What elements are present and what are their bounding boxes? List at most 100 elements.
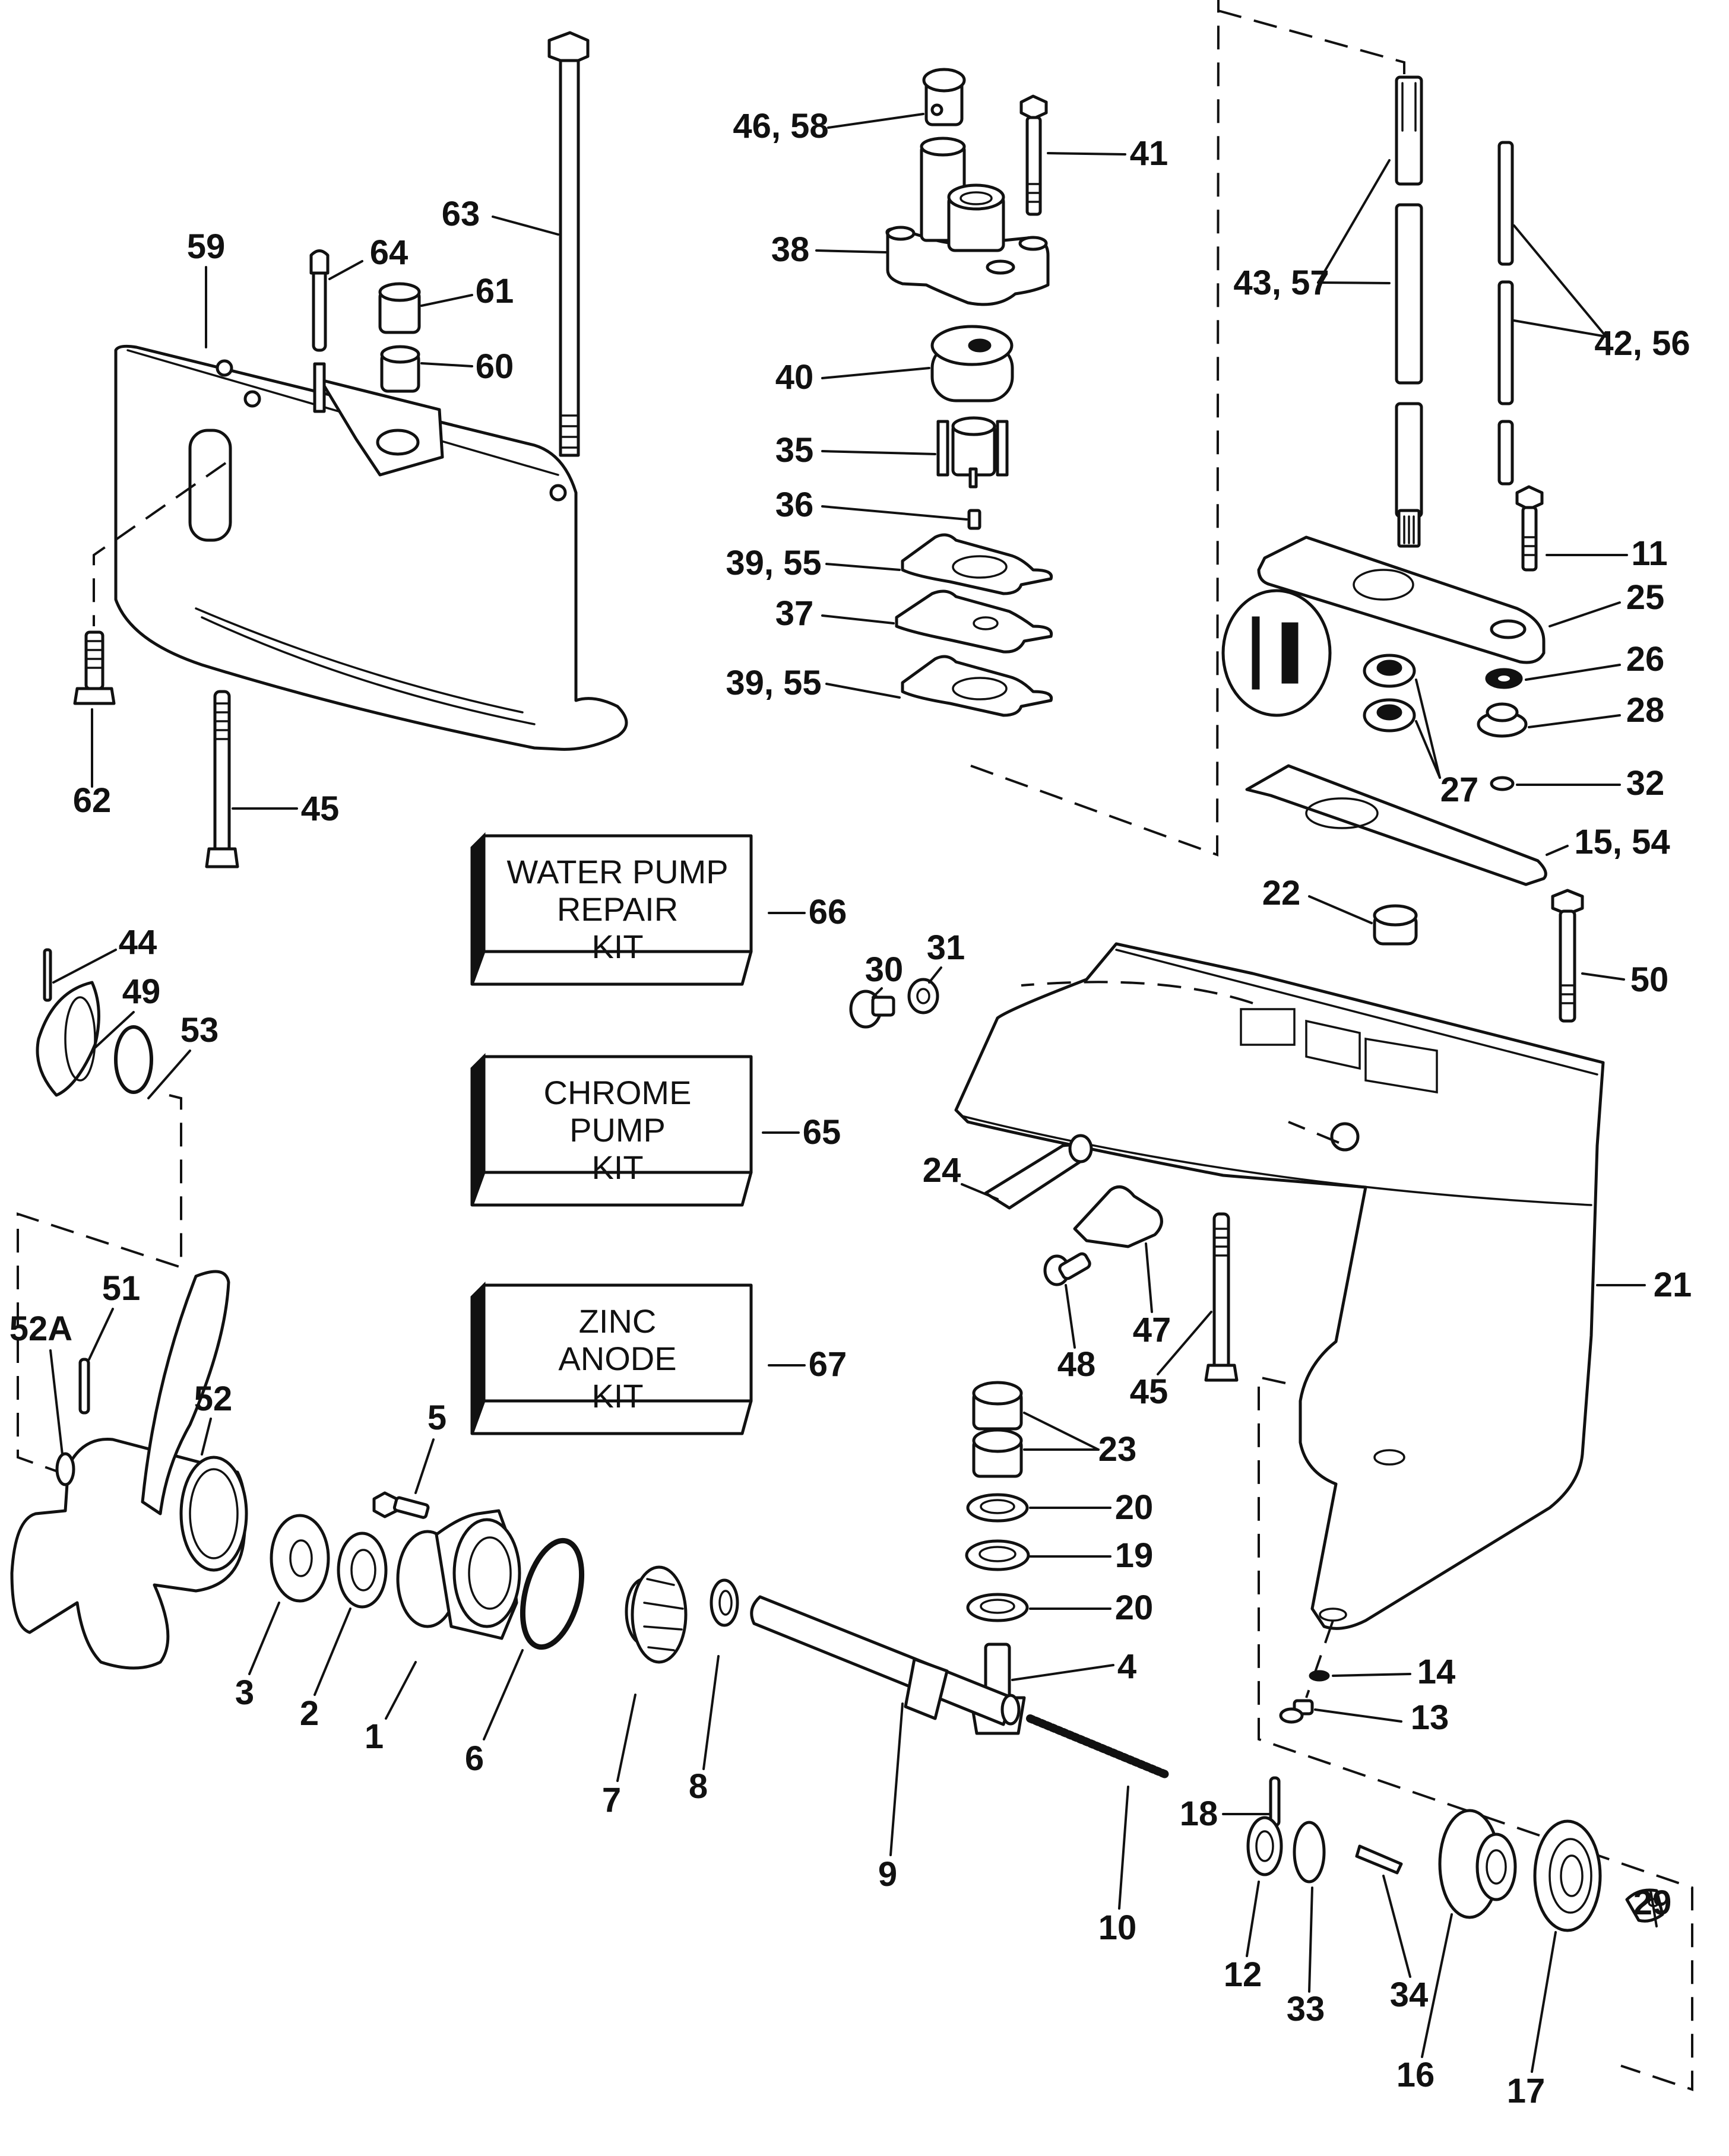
- callout-label-51[interactable]: 51: [102, 1269, 141, 1308]
- bearing-part-23-upper[interactable]: [972, 1381, 1023, 1431]
- plate-part-37[interactable]: [895, 589, 1053, 654]
- callout-label-50[interactable]: 50: [1630, 960, 1669, 999]
- callout-label-32[interactable]: 32: [1626, 764, 1665, 803]
- callout-label-3955a[interactable]: 39, 55: [726, 544, 821, 582]
- retainer-ring-part-33[interactable]: [1293, 1821, 1326, 1884]
- callout-label-36[interactable]: 36: [775, 486, 814, 524]
- impeller-key-part-36[interactable]: [967, 509, 981, 530]
- thrust-washer-part-3[interactable]: [270, 1514, 330, 1603]
- callout-label-20a[interactable]: 20: [1115, 1488, 1154, 1527]
- bushing-part-28[interactable]: [1477, 702, 1528, 738]
- callout-label-13[interactable]: 13: [1411, 1698, 1449, 1737]
- callout-label-29[interactable]: 29: [1633, 1884, 1672, 1922]
- callout-label-4[interactable]: 4: [1117, 1647, 1136, 1686]
- prop-nut-part-49[interactable]: [36, 981, 100, 1097]
- callout-label-23[interactable]: 23: [1098, 1430, 1137, 1469]
- callout-label-40[interactable]: 40: [775, 358, 814, 397]
- pin-part-34[interactable]: [1355, 1844, 1403, 1875]
- callout-label-31[interactable]: 31: [927, 928, 965, 967]
- spacer-part-53[interactable]: [114, 1025, 153, 1094]
- washer-part-26[interactable]: [1485, 668, 1523, 689]
- callout-label-21[interactable]: 21: [1654, 1266, 1692, 1304]
- gasket-part-39-55-upper[interactable]: [901, 533, 1053, 595]
- seal-part-27[interactable]: [1363, 654, 1416, 733]
- callout-label-8[interactable]: 8: [689, 1767, 708, 1806]
- bolt-part-5[interactable]: [372, 1491, 430, 1519]
- bolt-part-45-lower[interactable]: [1204, 1212, 1239, 1382]
- propshaft-part-9[interactable]: [750, 1595, 1021, 1726]
- pump-liner-part-46-58[interactable]: [922, 68, 966, 126]
- washer-part-31[interactable]: [907, 978, 939, 1014]
- callout-label-1[interactable]: 1: [365, 1717, 384, 1756]
- bolt-part-45-upper[interactable]: [205, 690, 239, 868]
- callout-label-41[interactable]: 41: [1130, 134, 1168, 173]
- callout-label-26[interactable]: 26: [1626, 640, 1665, 678]
- impeller-plate-part-25[interactable]: [1257, 535, 1546, 664]
- callout-label-4658[interactable]: 46, 58: [733, 107, 828, 145]
- driveshaft-part-43-57[interactable]: [1395, 75, 1423, 548]
- washer-part-8[interactable]: [710, 1578, 739, 1627]
- pump-housing-part-38[interactable]: [885, 137, 1050, 306]
- callout-label-24[interactable]: 24: [923, 1151, 961, 1190]
- pump-bolt-part-41[interactable]: [1019, 94, 1048, 216]
- callout-label-28[interactable]: 28: [1626, 691, 1665, 730]
- callout-label-20b[interactable]: 20: [1115, 1589, 1154, 1627]
- callout-label-52A[interactable]: 52A: [10, 1310, 72, 1348]
- callout-label-64[interactable]: 64: [370, 233, 408, 272]
- callout-label-33[interactable]: 33: [1287, 1990, 1325, 2028]
- callout-label-27[interactable]: 27: [1440, 771, 1479, 809]
- cotter-pin-part-44[interactable]: [43, 948, 52, 1002]
- impeller-housing-part-40[interactable]: [930, 325, 1014, 402]
- o-ring-part-6[interactable]: [512, 1534, 593, 1653]
- callout-label-10[interactable]: 10: [1098, 1908, 1137, 1947]
- gearcase-housing-part-21[interactable]: [954, 942, 1605, 1630]
- impeller-part-35[interactable]: [936, 416, 1009, 489]
- propeller-part-52[interactable]: [10, 1270, 248, 1670]
- callout-label-16[interactable]: 16: [1396, 2056, 1435, 2094]
- callout-label-52[interactable]: 52: [194, 1380, 233, 1418]
- spring-part-10[interactable]: [1026, 1714, 1171, 1779]
- thrust-washer-part-20-lower[interactable]: [966, 1593, 1029, 1622]
- callout-label-34[interactable]: 34: [1390, 1976, 1429, 2014]
- callout-label-14[interactable]: 14: [1417, 1653, 1456, 1691]
- extension-housing-part-59[interactable]: [114, 344, 628, 751]
- screw-part-62[interactable]: [73, 630, 116, 705]
- pin-part-64[interactable]: [309, 249, 330, 413]
- callout-label-67[interactable]: 67: [809, 1345, 847, 1384]
- gear-part-7[interactable]: [625, 1565, 688, 1664]
- callout-label-44[interactable]: 44: [119, 923, 157, 962]
- reverse-gear-part-16[interactable]: [1438, 1809, 1517, 1919]
- callout-label-35[interactable]: 35: [775, 431, 814, 470]
- callout-label-3[interactable]: 3: [235, 1673, 254, 1712]
- callout-label-66[interactable]: 66: [809, 893, 847, 931]
- callout-label-59[interactable]: 59: [187, 227, 226, 266]
- screw-part-48[interactable]: [1043, 1252, 1091, 1286]
- callout-label-61[interactable]: 61: [476, 272, 514, 310]
- callout-label-19[interactable]: 19: [1115, 1536, 1154, 1575]
- callout-label-3955b[interactable]: 39, 55: [726, 664, 821, 702]
- callout-label-2[interactable]: 2: [300, 1694, 319, 1733]
- callout-label-60[interactable]: 60: [476, 347, 514, 386]
- shift-rod-part-42-56[interactable]: [1497, 141, 1514, 486]
- callout-label-65[interactable]: 65: [803, 1113, 841, 1152]
- bolt-part-11[interactable]: [1515, 485, 1544, 572]
- callout-label-49[interactable]: 49: [122, 972, 161, 1011]
- seal-part-2[interactable]: [337, 1532, 388, 1609]
- callout-label-25[interactable]: 25: [1626, 578, 1665, 617]
- callout-label-7[interactable]: 7: [602, 1781, 621, 1819]
- stud-part-63[interactable]: [547, 31, 590, 457]
- bearing-housing-part-1[interactable]: [396, 1509, 521, 1640]
- thrust-bearing-part-19[interactable]: [965, 1539, 1030, 1571]
- callout-label-5[interactable]: 5: [428, 1399, 446, 1437]
- callout-label-48[interactable]: 48: [1057, 1345, 1096, 1384]
- seal-part-22[interactable]: [1373, 904, 1418, 946]
- retainer-part-32[interactable]: [1490, 776, 1515, 791]
- bearing-part-17[interactable]: [1533, 1819, 1602, 1932]
- pin-part-18[interactable]: [1269, 1776, 1281, 1827]
- callout-label-47[interactable]: 47: [1133, 1311, 1171, 1349]
- callout-label-63[interactable]: 63: [442, 195, 480, 233]
- water-screen-part-24[interactable]: [984, 1134, 1093, 1210]
